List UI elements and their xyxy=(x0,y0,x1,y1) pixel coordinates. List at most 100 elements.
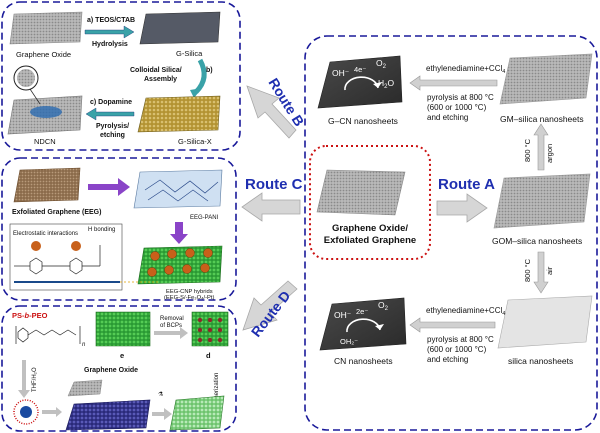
rb-go-label: Graphene Oxide xyxy=(16,50,71,59)
treat1-line2: pyrolysis at 800 °C xyxy=(427,93,494,102)
rc-hybrid-label1: EEG-CNP hybrids xyxy=(166,289,213,295)
rb-arrow-a xyxy=(84,25,135,39)
treat2-line3: (600 or 1000 °C) xyxy=(427,345,487,354)
temp1-label: 800 °C xyxy=(523,138,532,162)
gom-to-silica-arrow xyxy=(533,251,549,294)
cn-sheet xyxy=(319,297,407,351)
route-a-arrow xyxy=(436,193,488,223)
rb-gsilica-sheet xyxy=(139,11,221,45)
route-d-arrow xyxy=(242,280,298,331)
route-a-label: Route A xyxy=(438,176,495,193)
rb-gsilicax-sheet xyxy=(137,95,221,133)
gom-silica-sheet xyxy=(493,173,591,229)
gm-to-gcn-arrow xyxy=(409,75,498,91)
rd-micelle xyxy=(13,399,39,425)
rb-etch: etching xyxy=(100,132,125,139)
rb-graphene-oxide-sheet xyxy=(9,11,83,45)
cn-label: CN nanosheets xyxy=(334,356,393,366)
route-c-label: Route C xyxy=(245,176,303,193)
gcn-electrons: 4e⁻ xyxy=(354,65,366,74)
gcn-o2: O2 xyxy=(376,58,387,70)
treat2-reagent: ethylenediamine+CCl4 xyxy=(426,306,505,317)
rc-nanoparticles xyxy=(147,248,213,277)
center-graphene-sheet xyxy=(316,169,406,216)
rd-go-label: Graphene Oxide xyxy=(84,367,138,374)
rc-interaction-box xyxy=(9,223,123,291)
rb-step-b: b) xyxy=(206,67,213,74)
rd-removal1: Removal xyxy=(160,316,184,322)
rd-bcp-label: PS-b-PEO xyxy=(12,311,48,320)
rb-gsilicax-label: G-Silica-X xyxy=(178,137,212,146)
rd-pores xyxy=(197,317,223,343)
route-d-panel xyxy=(1,305,237,432)
route-c-panel xyxy=(1,157,237,301)
treat1-line3: (600 or 1000 °C) xyxy=(427,103,487,112)
rb-arrow-b xyxy=(194,58,207,94)
gas1-label: argon xyxy=(545,144,554,163)
gcn-ohm: OH⁻ xyxy=(332,68,350,78)
rc-eeg-sheet xyxy=(13,167,81,203)
center-title-line2: Exfoliated Graphene xyxy=(324,235,416,246)
rd-d-label: d xyxy=(206,351,211,360)
silica-sheet xyxy=(497,295,593,349)
gcn-h2o: H2O xyxy=(378,78,394,90)
rc-pani-label: EEG-PANI xyxy=(190,215,219,221)
rd-final-sheet xyxy=(169,395,225,431)
rd-arrow-poly xyxy=(152,408,172,420)
rd-aniline-icon: ⚗ xyxy=(158,391,164,398)
rd-polymer-structure xyxy=(15,326,81,344)
silica-to-cn-arrow xyxy=(409,317,496,333)
gm-silica-label: GM–silica nanosheets xyxy=(500,114,584,124)
route-a-panel xyxy=(304,35,598,431)
center-title-line1: Graphene Oxide/ xyxy=(332,223,408,234)
gm-silica-sheet xyxy=(499,53,593,105)
rb-arrow-c xyxy=(85,107,135,121)
rd-arrow-down xyxy=(18,360,30,398)
temp2-label: 800 °C xyxy=(523,258,532,282)
gcn-label: G–CN nanosheets xyxy=(328,116,398,126)
cn-o2: O2 xyxy=(378,300,389,312)
cn-ohm: OH⁻ xyxy=(334,310,352,320)
rd-arrow-assembly xyxy=(42,407,62,417)
gcn-sheet xyxy=(317,55,403,109)
gom-silica-label: GOM–silica nanosheets xyxy=(492,236,582,246)
route-b-arrow xyxy=(246,85,297,139)
rd-e-label: e xyxy=(120,351,124,360)
rb-gsilica-label: G-Silica xyxy=(176,49,203,58)
cn-electrons: 2e⁻ xyxy=(356,307,368,316)
rd-go-sheet xyxy=(67,379,103,397)
rb-assembly: Assembly xyxy=(144,76,177,83)
rb-pyro: Pyrolysis/ xyxy=(96,123,129,130)
rc-molecule xyxy=(14,245,101,275)
route-b-panel xyxy=(1,1,241,151)
rd-poly-label: Polymerization xyxy=(214,373,220,412)
treat2-line2: pyrolysis at 800 °C xyxy=(427,335,494,344)
rd-arrow-removal xyxy=(154,327,188,339)
rb-step-a2: Hydrolysis xyxy=(92,41,128,48)
rc-electro-label: Electrostatic interactions xyxy=(13,231,78,237)
rc-hbond-label: H bonding xyxy=(88,227,115,233)
rb-colloidal: Colloidal Silica/ xyxy=(130,67,182,74)
rd-thf-label: THF/H₂O xyxy=(32,367,38,392)
treat2-line4: and etching xyxy=(427,355,468,364)
treat1-reagent: ethylenediamine+CCl4 xyxy=(426,64,505,75)
silica-label: silica nanosheets xyxy=(508,356,573,366)
rc-hybrid-label2: (EEG-S/-Fe₃O₄/-Pt) xyxy=(164,295,215,301)
cn-oh2: OH₂⁻ xyxy=(340,337,358,346)
treat1-line4: and etching xyxy=(427,113,468,122)
rc-pani-network xyxy=(144,179,219,202)
rb-step-a: a) TEOS/CTAB xyxy=(87,17,135,24)
rc-pani-sheet xyxy=(133,169,223,209)
rc-eeg-label: Exfoliated Graphene (EEG) xyxy=(12,209,101,216)
rb-ndcn-droplet xyxy=(30,106,62,118)
rc-arrow-down xyxy=(170,222,188,244)
route-c-arrow xyxy=(241,192,301,222)
gas2-label: air xyxy=(545,266,554,275)
rb-step-c: c) Dopamine xyxy=(90,99,132,106)
rd-n-sub: n xyxy=(82,342,86,348)
rd-blue-sheet xyxy=(65,399,151,431)
rc-arrow-right xyxy=(88,178,130,196)
rd-e-sheet xyxy=(95,311,151,347)
